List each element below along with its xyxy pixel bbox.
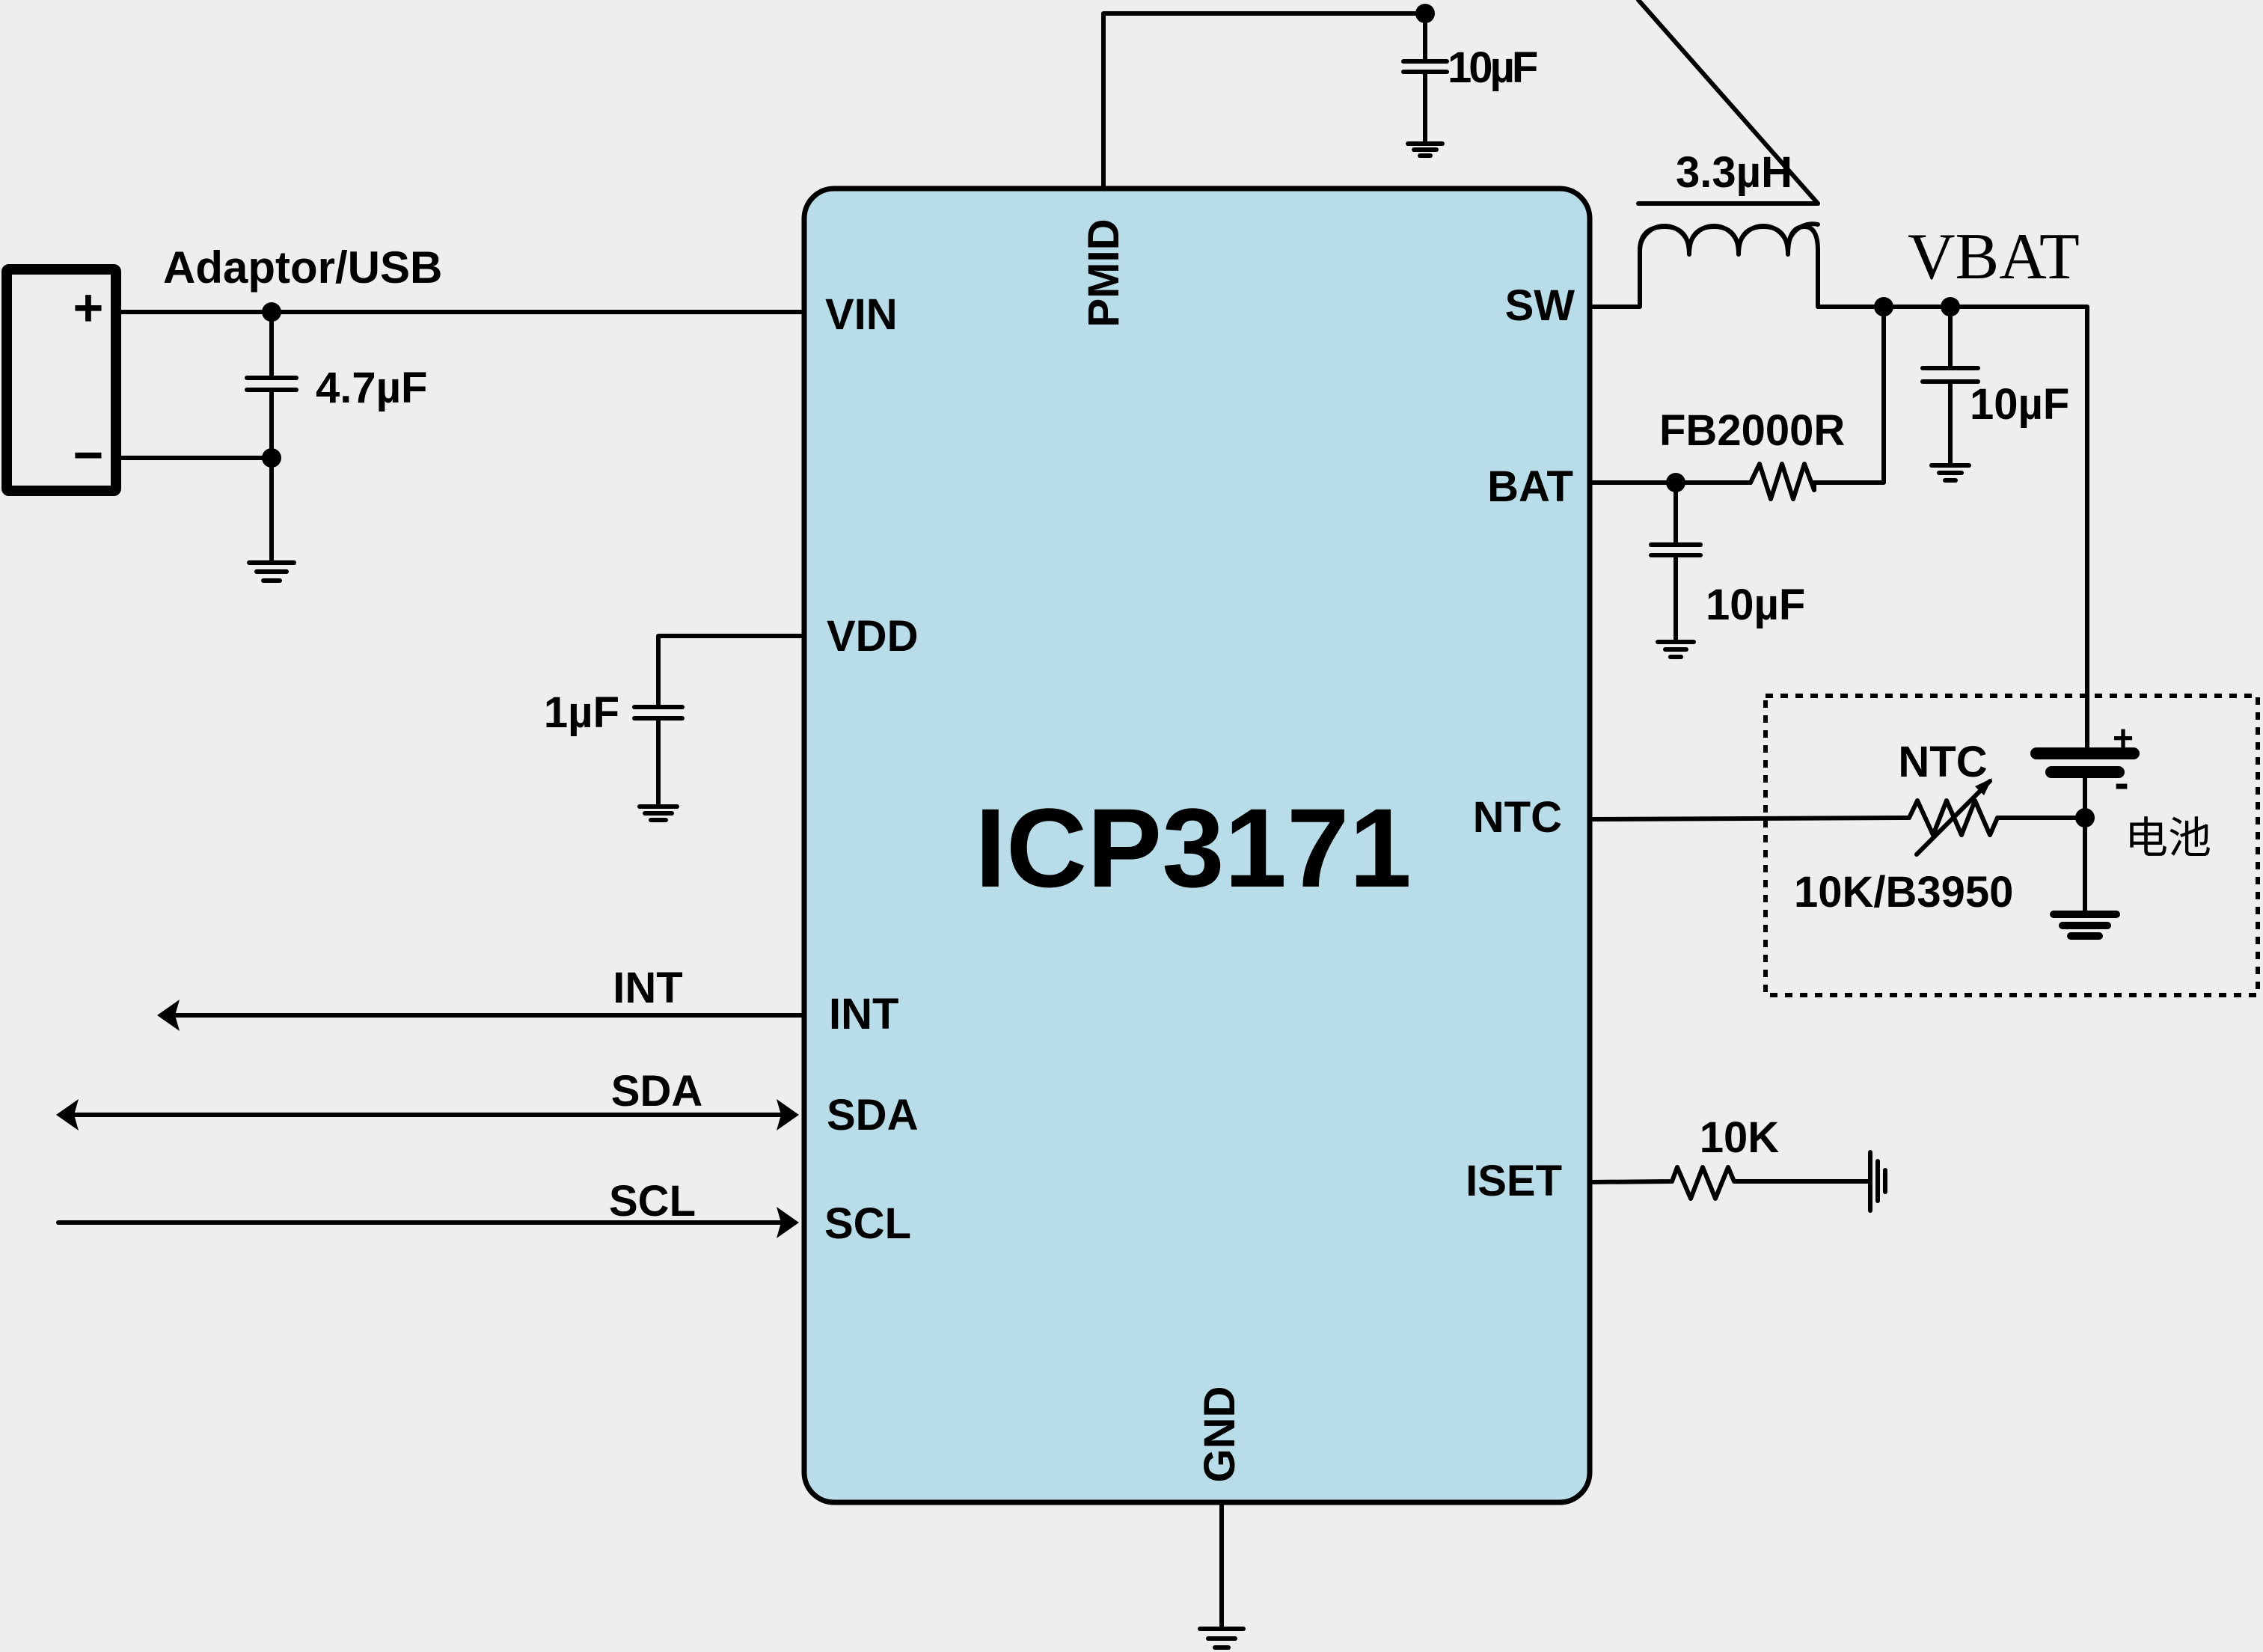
- ferrite-value: FB2000R: [1659, 406, 1845, 455]
- resistor-iset-value: 10K: [1700, 1113, 1780, 1162]
- inductor-coils: [1638, 224, 1820, 257]
- pin-sw-label: SW: [1505, 281, 1575, 330]
- source-label: Adaptor/USB: [163, 242, 442, 293]
- thermistor-label: NTC: [1898, 738, 1987, 786]
- capacitor-pmid: [1401, 11, 1449, 146]
- ground-icon: [1198, 1627, 1246, 1650]
- capacitor-bat: [1649, 480, 1703, 644]
- pin-vin-label: VIN: [825, 290, 898, 339]
- ground-icon: [1929, 463, 1971, 483]
- wire-pmid: [1101, 11, 1427, 191]
- signal-int-label: INT: [613, 964, 682, 1012]
- ground-icon: [1868, 1150, 1887, 1213]
- ground-icon: [1406, 141, 1445, 158]
- wire-ntc: [1587, 816, 1911, 822]
- resistor-iset-icon: [1587, 1165, 1870, 1201]
- capacitor-vdd: [632, 705, 685, 809]
- ground-icon: [637, 804, 679, 822]
- pin-gnd-label: GND: [1195, 1386, 1244, 1483]
- arrow-right-icon: [777, 1207, 799, 1238]
- battery-label: 电池: [2125, 813, 2211, 863]
- pin-bat-label: BAT: [1487, 462, 1573, 511]
- thermistor-arrow-icon: [1914, 778, 1992, 857]
- capacitor-vbat-value: 10µF: [1970, 380, 2069, 429]
- source-minus-sign: −: [73, 426, 104, 484]
- pin-scl-label: SCL: [824, 1199, 911, 1248]
- wire-sw: [1587, 248, 1642, 309]
- battery-minus-sign: -: [2114, 759, 2128, 807]
- arrow-right-icon: [777, 1099, 799, 1131]
- battery-icon: [2030, 747, 2140, 914]
- chip-body: [801, 186, 1593, 1505]
- ground-icon: [2050, 911, 2120, 940]
- pin-int-label: INT: [829, 990, 898, 1038]
- arrow-left-icon: [157, 1000, 180, 1031]
- pin-pmid-label: PMID: [1080, 219, 1128, 328]
- pin-ntc-label: NTC: [1473, 793, 1562, 842]
- signal-scl-label: SCL: [609, 1177, 696, 1226]
- battery-plus-sign: +: [2113, 719, 2134, 759]
- pin-iset-label: ISET: [1466, 1157, 1562, 1205]
- signal-sda-label: SDA: [611, 1067, 702, 1116]
- capacitor-vbat: [1920, 305, 1980, 468]
- capacitor-pmid-value: 10µF: [1448, 43, 1537, 92]
- wire-vdd: [656, 634, 806, 709]
- arrow-left-icon: [56, 1099, 79, 1131]
- thermistor-value: 10K/B3950: [1794, 868, 2013, 917]
- capacitor-vin: [245, 310, 298, 565]
- ground-icon: [247, 560, 296, 583]
- inductor-value: 3.3µH: [1676, 148, 1792, 197]
- vbat-net-label: VBAT: [1908, 221, 2080, 293]
- thermistor-icon: [1907, 798, 2087, 837]
- source-plus-sign: +: [73, 278, 104, 337]
- chip-name: ICP3171: [975, 785, 1412, 911]
- pin-vdd-label: VDD: [827, 612, 918, 661]
- ground-icon: [1656, 640, 1696, 659]
- capacitor-bat-value: 10µF: [1706, 581, 1805, 629]
- capacitor-vdd-value: 1µF: [544, 688, 619, 737]
- ferrite-resistor-icon: [1748, 305, 1886, 501]
- battery-pack-boundary: [1763, 694, 2260, 997]
- adaptor-source: + −: [1, 264, 121, 496]
- pin-sda-label: SDA: [827, 1091, 918, 1139]
- capacitor-vin-value: 4.7µF: [316, 364, 427, 412]
